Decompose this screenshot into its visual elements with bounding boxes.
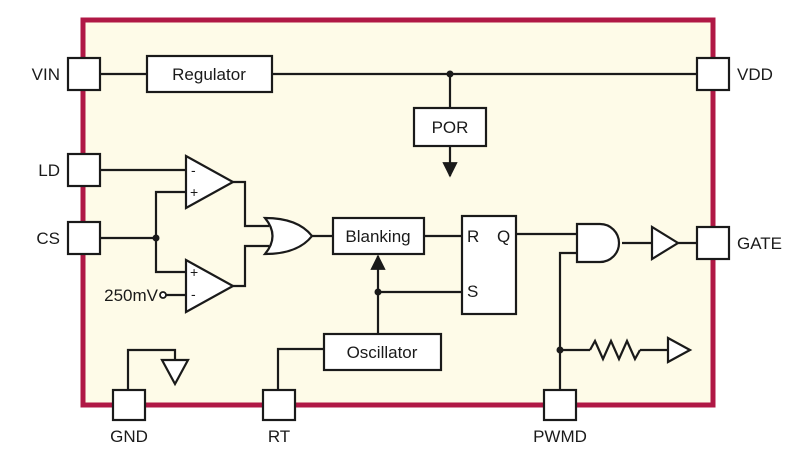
comparator-ld-minus: - — [191, 162, 196, 178]
blanking-block — [331, 216, 426, 256]
pin-pwmd — [542, 388, 578, 422]
comparator-cs-plus: + — [190, 264, 198, 280]
comparator-cs — [184, 258, 236, 314]
junction-dot — [374, 288, 382, 296]
flipflop-s-label: S — [467, 282, 478, 301]
pin-gate — [695, 225, 731, 261]
pin-rt-label: RT — [268, 427, 290, 446]
flipflop-r-label: R — [467, 227, 479, 246]
flipflop-q-label: Q — [497, 227, 510, 246]
ground-icon — [160, 358, 190, 387]
pin-cs — [66, 220, 102, 256]
gate-driver-buffer — [650, 225, 681, 261]
rs-flipflop — [460, 214, 518, 316]
pin-vin-label: VIN — [32, 65, 60, 84]
pin-pwmd-label: PWMD — [533, 427, 587, 446]
pull-down-symbol — [666, 336, 693, 364]
junction-dot — [446, 70, 454, 78]
pin-vdd-label: VDD — [737, 65, 773, 84]
pin-vdd — [695, 56, 731, 92]
or-gate — [262, 216, 314, 256]
and-gate — [575, 222, 621, 264]
por-block — [412, 106, 488, 148]
comparator-ld-plus: + — [190, 184, 198, 200]
pin-ld-label: LD — [38, 161, 60, 180]
regulator-label: Regulator — [172, 65, 246, 84]
comparator-cs-minus: - — [191, 286, 196, 302]
wires — [100, 72, 697, 392]
oscillator-label: Oscillator — [347, 343, 418, 362]
pin-gnd — [111, 388, 147, 422]
pin-vin — [66, 56, 102, 92]
junction-dot — [152, 234, 160, 242]
junction-dot — [556, 346, 564, 354]
pin-gate-label: GATE — [737, 234, 782, 253]
pin-gnd-label: GND — [110, 427, 148, 446]
reference-label: 250mV — [104, 286, 159, 305]
por-label: POR — [432, 118, 469, 137]
pin-ld — [66, 152, 102, 188]
pin-cs-label: CS — [36, 229, 60, 248]
reference-terminal — [159, 291, 167, 299]
blanking-label: Blanking — [345, 227, 410, 246]
regulator-block — [145, 54, 274, 94]
pin-rt — [261, 388, 297, 422]
comparator-ld — [184, 154, 236, 210]
oscillator-block — [322, 332, 443, 372]
